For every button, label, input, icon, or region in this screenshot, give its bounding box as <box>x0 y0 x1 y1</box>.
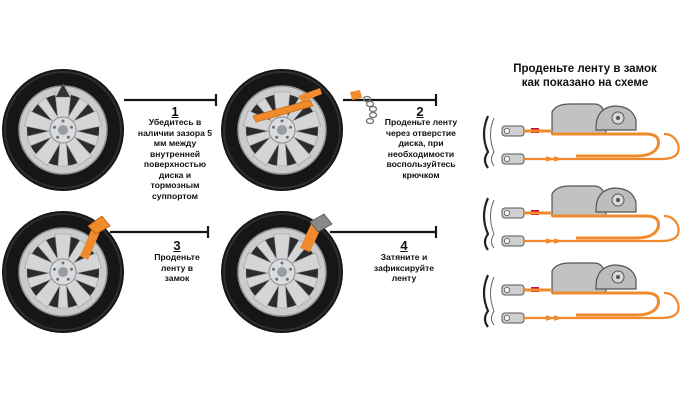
step-2-number: 2 <box>416 104 424 119</box>
step-3-line: замок <box>164 273 190 283</box>
step-2-line: воспользуйтесь <box>386 159 456 169</box>
scheme-title-line-1: Проденьте ленту в замок <box>513 63 657 75</box>
step-3-number: 3 <box>173 238 181 253</box>
step-3-line: Проденьте <box>154 252 200 262</box>
step-4-line: Затяните и <box>380 252 428 262</box>
lock-schematic-3 <box>482 261 681 329</box>
step-4-line: зафиксируйте <box>373 262 435 273</box>
step-1-number: 1 <box>171 104 179 119</box>
step-1-line: наличии зазора 5 <box>137 127 213 138</box>
step-1-text: Убедитесь в наличии зазора 5 мм между вн… <box>120 117 230 201</box>
wheel-step-1 <box>2 69 218 191</box>
lock-schematic-1 <box>482 102 681 170</box>
scheme-title: Проденьте ленту в замок как показано на … <box>500 62 670 90</box>
step-3-line: ленту в <box>160 262 194 273</box>
step-2-line: через отверстие <box>386 127 456 138</box>
step-1-line: диска и <box>158 169 192 180</box>
step-1-line: мм между <box>153 138 197 148</box>
step-2-line: Проденьте ленту <box>384 117 458 127</box>
step-2-line: диска, при <box>398 138 444 148</box>
wheel-step-2 <box>221 69 438 191</box>
scheme-title-line-2: как показано на схеме <box>521 77 649 89</box>
step-1-line: внутренней <box>149 148 201 159</box>
step-1-line: суппортом <box>152 190 198 201</box>
step-1-line: Убедитесь в <box>148 117 202 127</box>
step-3-text: Проденьте ленту в замок <box>137 252 217 284</box>
step-2-line: необходимости <box>387 148 455 159</box>
step-1-line: поверхностью <box>143 159 207 169</box>
lock-schematic-2 <box>482 184 681 252</box>
step-4-text: Затяните и зафиксируйте ленту <box>359 252 449 284</box>
step-1-line: тормозным <box>150 180 200 190</box>
step-2-text: Проденьте ленту через отверстие диска, п… <box>367 117 475 180</box>
hook-chain <box>362 95 378 125</box>
step-4-line: ленту <box>391 273 417 283</box>
wheel-step-3 <box>2 211 210 333</box>
wheel-step-4 <box>221 211 438 333</box>
step-2-line: крючком <box>402 169 440 180</box>
step-4-number: 4 <box>400 238 408 253</box>
